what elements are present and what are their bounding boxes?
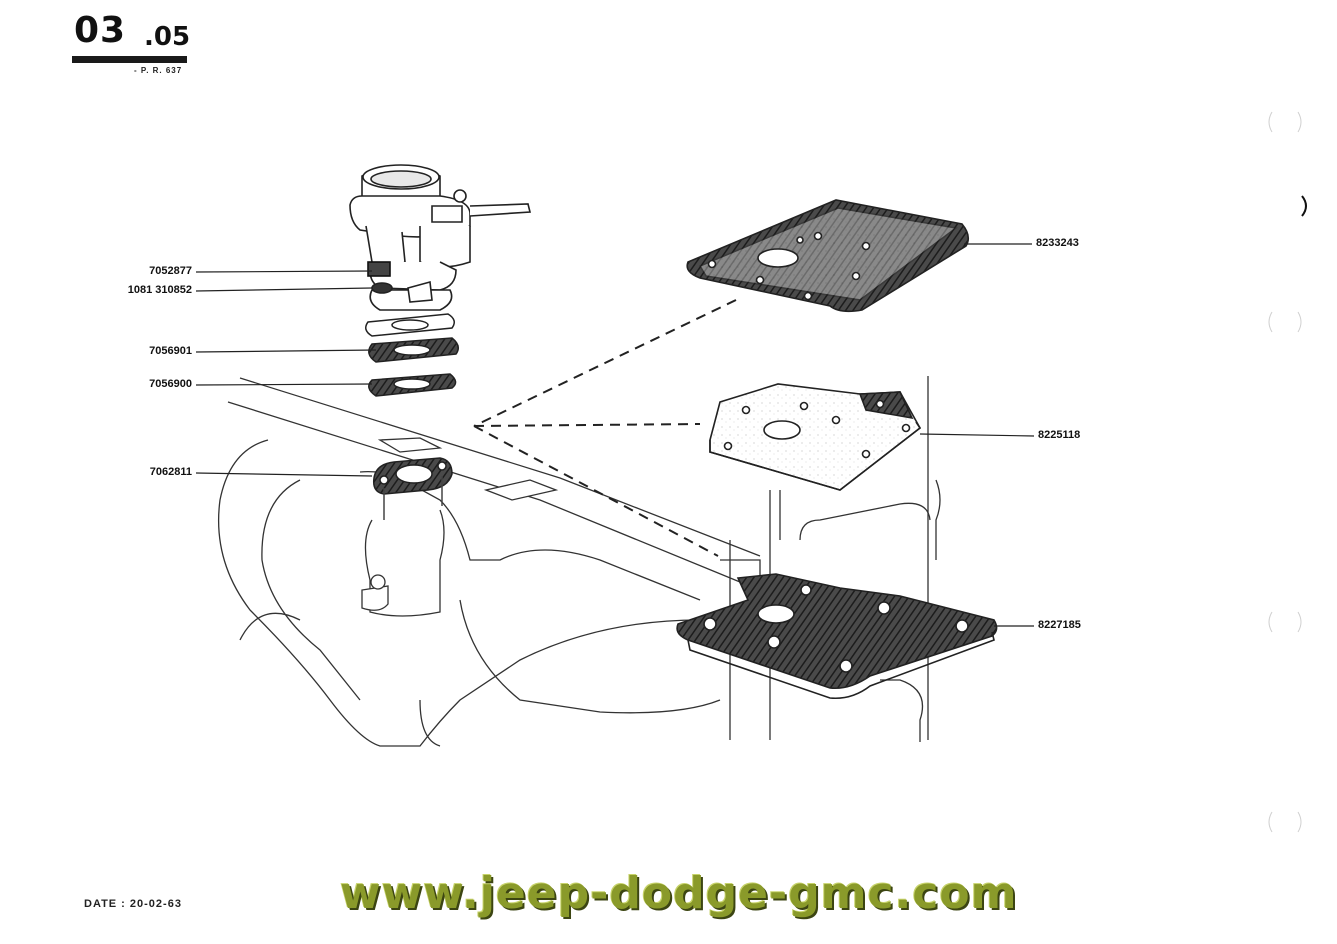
plate-8225118 bbox=[709, 383, 922, 491]
section-sub-number: .05 bbox=[144, 22, 191, 52]
section-underline bbox=[72, 56, 187, 63]
page-reference: - P. R. 637 bbox=[134, 66, 183, 75]
document-date: DATE : 20-02-63 bbox=[84, 898, 182, 910]
part-label-8233243: 8233243 bbox=[1036, 237, 1079, 249]
part-label-8227185: 8227185 bbox=[1038, 619, 1081, 631]
flange-gasket bbox=[372, 457, 453, 520]
margin-mark bbox=[1301, 195, 1307, 217]
part-label-1081310852: 1081 310852 bbox=[127, 284, 192, 296]
carburettor bbox=[349, 164, 532, 311]
binder-hole-marks bbox=[1268, 111, 1302, 833]
dashed-leaders bbox=[473, 299, 737, 557]
part-label-7056900: 7056900 bbox=[149, 378, 192, 390]
part-label-7056901: 7056901 bbox=[149, 345, 192, 357]
part-label-7052877: 7052877 bbox=[149, 265, 192, 277]
gasket-stack bbox=[365, 313, 459, 397]
part-label-8225118: 8225118 bbox=[1038, 429, 1081, 441]
plate-8227185 bbox=[676, 573, 998, 700]
section-main-number: 03 bbox=[74, 10, 127, 51]
part-label-7062811: 7062811 bbox=[149, 466, 192, 478]
website-watermark: www.jeep-dodge-gmc.com bbox=[340, 868, 1018, 919]
plate-8233243 bbox=[686, 199, 970, 313]
label-leaders bbox=[195, 243, 1035, 627]
